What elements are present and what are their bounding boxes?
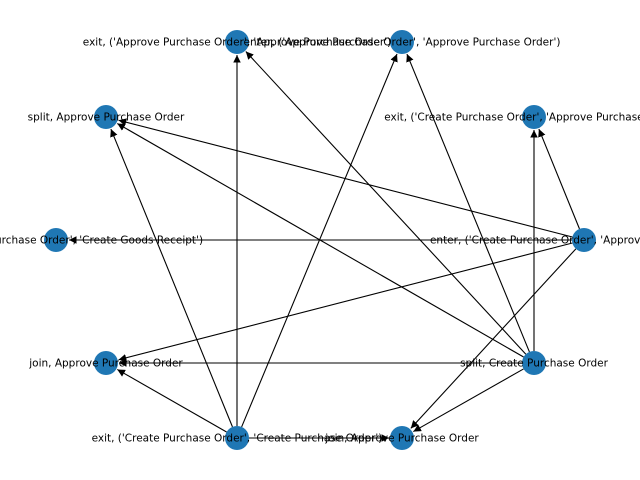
edge-n5-n6 — [118, 242, 573, 362]
node-label-n0: exit, ('Approve Purchase Order', 'Approv… — [83, 37, 391, 49]
node-label-n3: exit, ('Create Purchase Order', 'Approve… — [384, 112, 640, 124]
edge-n5-n9 — [410, 248, 577, 429]
graph-node-n8 — [225, 426, 249, 450]
node-label-n1: enter, ('Approve Purchase Order', 'Appro… — [244, 37, 561, 49]
edge-n5-n3 — [538, 128, 580, 230]
edge-n7-n1 — [406, 53, 530, 353]
graph-node-n3 — [522, 105, 546, 129]
node-label-n4: enter, ('Create Purchase Order', 'Create… — [0, 235, 203, 247]
graph-node-n1 — [390, 30, 414, 54]
node-label-n9: join, Approve Purchase Order — [324, 433, 479, 445]
label-layer: exit, ('Approve Purchase Order', 'Approv… — [0, 37, 640, 445]
node-label-n7: split, Create Purchase Order — [460, 358, 609, 370]
edge-n7-n9 — [413, 368, 524, 433]
node-label-n2: split, Approve Purchase Order — [28, 112, 185, 124]
node-label-n5: enter, ('Create Purchase Order', 'Approv… — [430, 235, 640, 247]
node-layer — [44, 30, 596, 450]
edge-n8-n2 — [110, 128, 233, 428]
graph-node-n6 — [94, 351, 118, 375]
edge-n7-n0 — [245, 51, 527, 355]
graph-node-n4 — [44, 228, 68, 252]
graph-node-n7 — [522, 351, 546, 375]
node-label-n8: exit, ('Create Purchase Order', 'Create … — [92, 433, 383, 445]
graph-node-n0 — [225, 30, 249, 54]
edge-n8-n6 — [117, 368, 227, 433]
graph-node-n9 — [390, 426, 414, 450]
edge-layer — [69, 51, 580, 442]
graph-node-n5 — [572, 228, 596, 252]
edge-n5-n2 — [118, 118, 573, 238]
graph-node-n2 — [94, 105, 118, 129]
node-label-n6: join, Approve Purchase Order — [28, 358, 183, 370]
